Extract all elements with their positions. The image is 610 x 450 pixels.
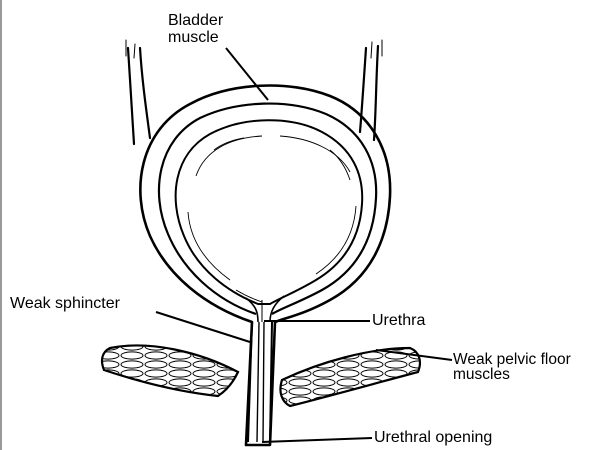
urethra-tube [248,322,272,442]
label-urethra: Urethra [372,313,425,328]
label-bladder-muscle-line2: muscle [168,30,219,45]
label-bladder-muscle-line1: Bladder [168,13,223,28]
right-ureter [360,40,382,140]
label-weak-pelvic-floor-line2: muscles [453,367,510,382]
left-ureter [126,40,150,144]
label-urethral-opening: Urethral opening [374,430,492,445]
leader-bladder-muscle [226,48,268,100]
left-pelvic-floor-muscle [95,335,245,405]
right-pelvic-floor-muscle [275,340,425,415]
bladder-muscle-band [159,104,376,314]
bladder-lumen [176,120,363,304]
leader-urethral-opening [262,438,372,442]
label-weak-pelvic-floor-line1: Weak pelvic floor [453,352,571,367]
label-weak-sphincter: Weak sphincter [10,296,120,311]
